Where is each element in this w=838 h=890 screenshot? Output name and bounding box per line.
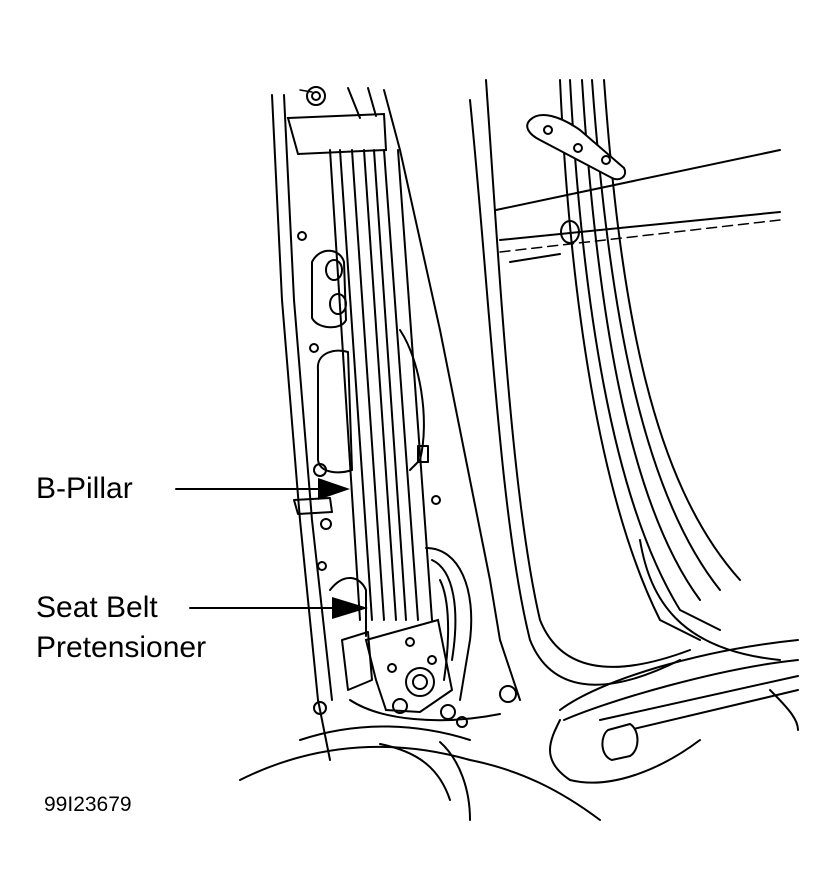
pillar-trim-outline	[271, 86, 333, 761]
upper-anchor-bracket	[286, 112, 388, 156]
door-sill	[239, 639, 799, 821]
roof-rail-bracket	[495, 114, 781, 263]
inner-panel-details	[293, 231, 441, 571]
b-pillar-arrow	[175, 478, 350, 500]
b-pillar-label: B-Pillar	[36, 472, 133, 505]
b-pillar-column	[329, 87, 521, 701]
pretensioner-label: Pretensioner	[36, 631, 207, 664]
pretensioner-assembly	[313, 547, 517, 728]
seat-belt-label: Seat Belt	[36, 591, 158, 624]
pretensioner-arrow	[189, 597, 368, 619]
figure-id: 99I23679	[44, 793, 132, 816]
